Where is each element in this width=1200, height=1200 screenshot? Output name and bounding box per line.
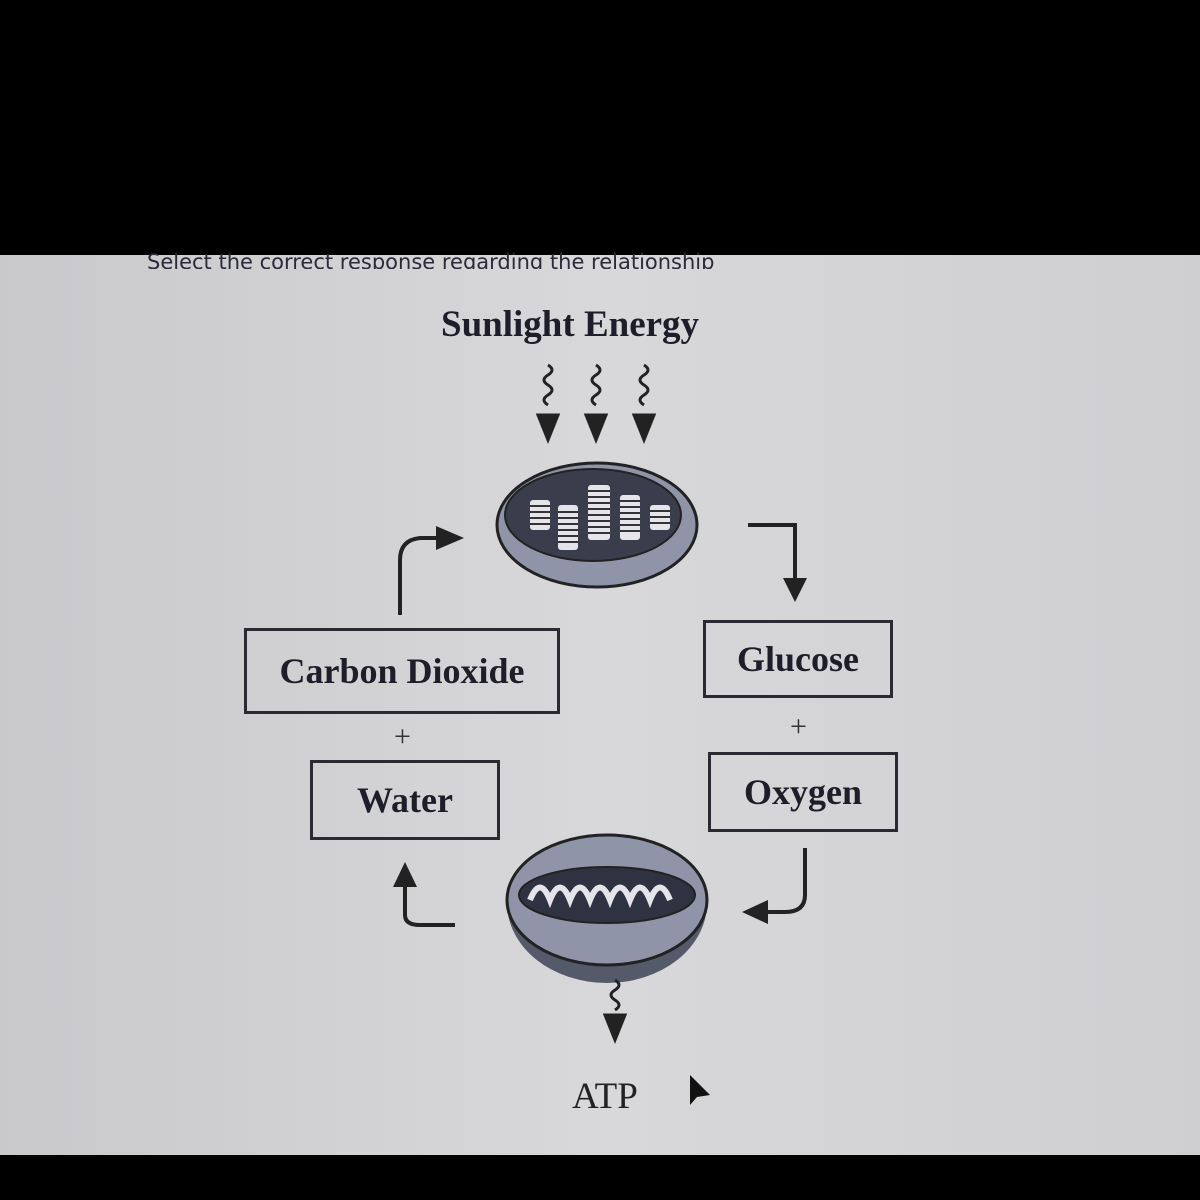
glucose-box: Glucose [703, 620, 893, 698]
cycle-arrows-icon [398, 523, 807, 927]
atp-energy-arrow-icon [602, 978, 628, 1045]
sunlight-energy-label: Sunlight Energy [441, 304, 700, 345]
water-box: Water [310, 760, 500, 840]
mitochondrion-icon [505, 833, 709, 983]
sunlight-arrows-icon [535, 363, 657, 445]
question-text: Select the correct response regarding th… [147, 250, 715, 269]
atp-label: ATP [572, 1076, 638, 1117]
screen-area [0, 255, 1200, 1155]
mouse-cursor-icon [690, 1075, 710, 1105]
plus-right: + [790, 710, 807, 743]
oxygen-box: Oxygen [708, 752, 898, 832]
carbon-dioxide-box: Carbon Dioxide [244, 628, 560, 714]
chloroplast-icon [495, 461, 699, 589]
plus-left: + [394, 720, 411, 753]
